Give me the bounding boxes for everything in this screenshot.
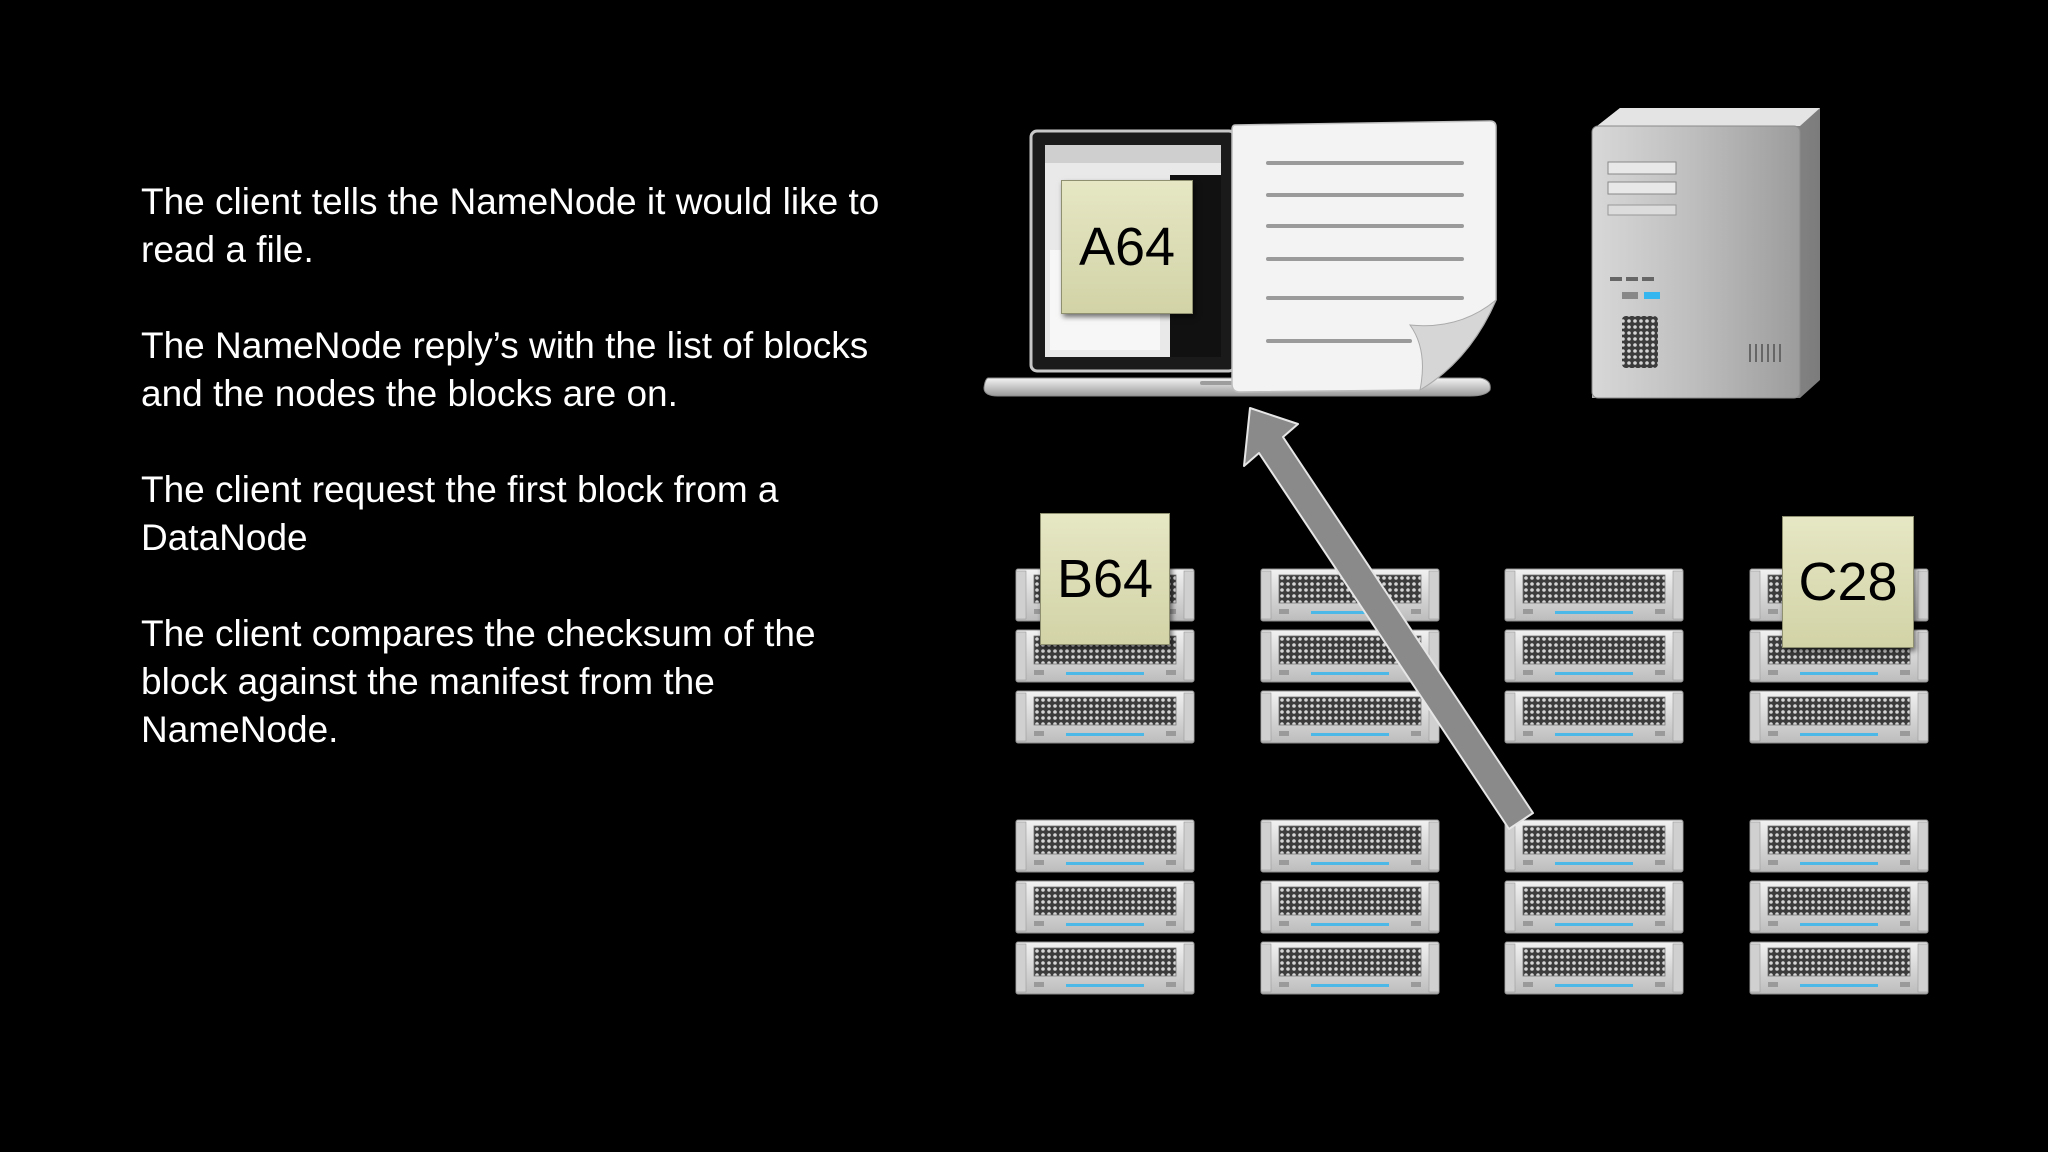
step-text-3: The client request the first block from … (141, 469, 779, 558)
document-icon (1231, 120, 1497, 393)
step-text-2: The NameNode reply’s with the list of bl… (141, 325, 869, 414)
block-label-c28: C28 (1782, 516, 1914, 648)
step-text-1: The client tells the NameNode it would l… (141, 181, 880, 270)
arrow-icon (1243, 407, 1534, 830)
step-text-4: The client compares the checksum of the … (141, 613, 816, 750)
rack-server-icon (1505, 569, 1683, 743)
description-panel: The client tells the NameNode it would l… (141, 178, 901, 802)
block-label-b64: B64 (1040, 513, 1170, 645)
rack-server-icon (1261, 820, 1439, 994)
rack-server-icon (1016, 820, 1194, 994)
tower-server-icon (1591, 108, 1820, 399)
rack-server-icon (1505, 820, 1683, 994)
block-label-a64: A64 (1061, 180, 1193, 314)
rack-server-icon (1750, 820, 1928, 994)
